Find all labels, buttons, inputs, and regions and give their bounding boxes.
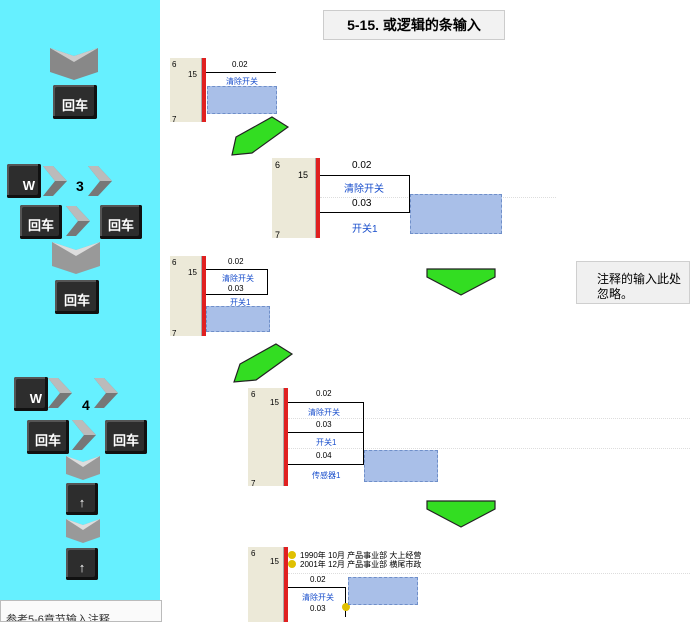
- contact-address: 0.02: [232, 60, 248, 69]
- w-key: W: [14, 377, 48, 411]
- down-arrow-icon: [426, 268, 496, 296]
- down-arrow-icon: [426, 500, 496, 528]
- up-arrow-key: ↑: [66, 483, 98, 515]
- enter-key: 回车: [53, 85, 97, 119]
- cursor-selection[interactable]: [348, 577, 418, 605]
- cursor-selection[interactable]: [206, 306, 270, 332]
- ladder-panel-step1: 6 15 7 0.02 清除开关: [170, 58, 310, 122]
- ladder-panel-step5: 6 15 1990年 10月 产品事业部 大上经营 2001年 12月 产品事业…: [248, 547, 690, 622]
- reference-note-tab[interactable]: 参考5-6章节输入注释: [0, 600, 162, 622]
- comment-text: 1990年 10月 产品事业部 大上经营: [300, 551, 422, 560]
- power-rail: [202, 58, 206, 122]
- arrow-key-icon: [43, 166, 67, 196]
- enter-key: 回车: [55, 280, 99, 314]
- page-title: 5-15. 或逻辑的条输入: [323, 10, 505, 40]
- comment-icon: [288, 551, 296, 559]
- up-arrow-key: ↑: [66, 548, 98, 580]
- arrow-key-icon: [66, 206, 90, 236]
- step-number: 6: [172, 60, 177, 69]
- comment-icon: [342, 603, 350, 611]
- enter-key: 回车: [100, 205, 142, 239]
- cursor-selection[interactable]: [207, 86, 277, 114]
- comment-icon: [288, 560, 296, 568]
- enter-key: 回车: [105, 420, 147, 454]
- arrow-key-icon: [88, 166, 112, 196]
- digit-four: 4: [82, 397, 90, 413]
- shift-key-icon: [52, 242, 100, 274]
- shift-key-icon: [66, 456, 100, 480]
- shift-key-icon: [50, 48, 98, 80]
- ladder-panel-step3: 6 15 7 0.02 清除开关 0.03 开关1: [170, 256, 334, 336]
- comment-text: 2001年 12月 产品事业部 横尾市政: [300, 560, 422, 569]
- ladder-panel-step2: 6 15 7 0.02 清除开关 0.03 开关1: [272, 158, 556, 238]
- arrow-key-icon: [48, 378, 72, 408]
- down-arrow-icon: [231, 116, 290, 156]
- line-number: 7: [172, 115, 177, 122]
- arrow-key-icon: [72, 420, 96, 450]
- enter-key: 回车: [27, 420, 69, 454]
- cursor-selection[interactable]: [410, 194, 502, 234]
- w-key: W: [7, 164, 41, 198]
- rung-header: [170, 58, 202, 122]
- arrow-key-icon: [94, 378, 118, 408]
- comment-note: 注释的输入此处忽略。: [576, 261, 690, 304]
- contact-label: 清除开关: [226, 77, 258, 86]
- down-arrow-icon: [233, 343, 294, 383]
- digit-three: 3: [76, 178, 84, 194]
- enter-key: 回车: [20, 205, 62, 239]
- line-number: 15: [188, 70, 197, 79]
- shift-key-icon: [66, 519, 100, 543]
- key-sequence-sidebar: 回车 W 3 回车 回车 回车 W 4 回车 回车 ↑ ↑: [0, 0, 160, 622]
- ladder-panel-step4: 6 15 7 0.02 清除开关 0.03 开关1 0.04 传感器1: [248, 388, 690, 486]
- cursor-selection[interactable]: [364, 450, 438, 482]
